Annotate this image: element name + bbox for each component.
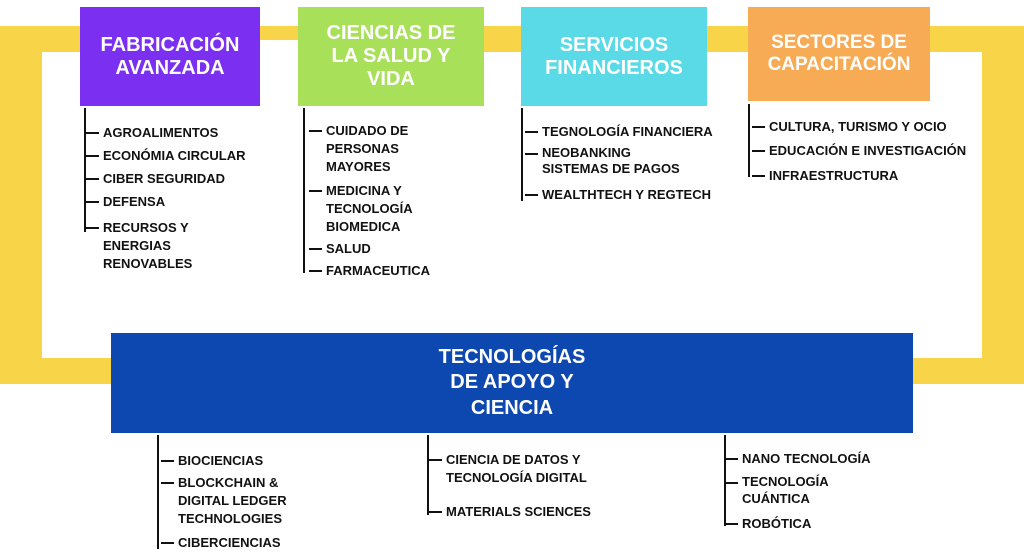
category-title: SERVICIOS FINANCIEROS xyxy=(545,34,683,80)
title-line: CIENCIA xyxy=(470,396,554,419)
tree-line-ciencias-salud xyxy=(303,108,305,273)
support-box-tecnologias: TECNOLOGÍAS DE APOYO Y CIENCIA xyxy=(111,333,913,433)
list-item: BIOCIENCIAS xyxy=(160,452,263,471)
list-item: TECNOLOGÍA CUÁNTICA xyxy=(725,474,829,506)
category-box-sectores-capacitacion: SECTORES DE CAPACITACIÓN xyxy=(748,7,930,101)
list-item: FARMACEUTICA xyxy=(309,262,430,281)
list-item: NEOBANKING SISTEMAS DE PAGOS xyxy=(525,145,680,177)
category-title: SECTORES DE CAPACITACIÓN xyxy=(768,32,911,76)
list-item: AGROALIMENTOS xyxy=(85,124,218,143)
list-item: DEFENSA xyxy=(85,193,165,212)
category-box-ciencias-salud: CIENCIAS DE LA SALUD Y VIDA xyxy=(298,7,484,106)
list-item: CIBERCIENCIAS xyxy=(161,534,281,553)
tree-line-support-1 xyxy=(157,435,159,549)
title-line: VIDA xyxy=(367,68,415,90)
category-title: CIENCIAS DE LA SALUD Y VIDA xyxy=(327,22,456,91)
list-item: MATERIALS SCIENCES xyxy=(429,503,591,522)
list-item: TEGNOLOGÍA FINANCIERA xyxy=(525,123,713,142)
support-title: TECNOLOGÍAS DE APOYO Y CIENCIA xyxy=(439,345,586,422)
title-line: SECTORES DE xyxy=(771,32,907,54)
list-item: RECURSOS Y ENERGIAS RENOVABLES xyxy=(85,219,192,274)
title-line: AVANZADA xyxy=(115,56,225,79)
list-item: ECONÓMIA CIRCULAR xyxy=(86,147,246,166)
list-item: NANO TECNOLOGÍA xyxy=(725,450,871,469)
title-line: CAPACITACIÓN xyxy=(767,54,911,75)
title-line: CIENCIAS DE xyxy=(326,22,456,44)
title-line: LA SALUD Y xyxy=(331,45,451,67)
list-item: SALUD xyxy=(309,240,371,259)
list-item: BLOCKCHAIN & DIGITAL LEDGER TECHNOLOGIES xyxy=(161,474,287,529)
title-line: FABRICACIÓN xyxy=(100,33,240,56)
list-item: CIENCIA DE DATOS Y TECNOLOGÍA DIGITAL xyxy=(429,452,587,485)
title-line: SERVICIOS xyxy=(559,33,669,56)
tree-line-support-2 xyxy=(427,435,429,515)
list-item: INFRAESTRUCTURA xyxy=(751,167,898,186)
category-title: FABRICACIÓN AVANZADA xyxy=(101,34,240,80)
title-line: TECNOLOGÍAS xyxy=(438,345,586,368)
list-item: WEALTHTECH Y REGTECH xyxy=(524,186,711,205)
frame-left xyxy=(0,26,42,384)
list-item: CULTURA, TURISMO Y OCIO xyxy=(752,118,947,137)
category-box-servicios-financieros: SERVICIOS FINANCIEROS xyxy=(521,7,707,106)
frame-top-gap xyxy=(260,40,298,52)
title-line: FINANCIEROS xyxy=(545,56,683,79)
tree-line-servicios xyxy=(521,108,523,201)
list-item: ROBÓTICA xyxy=(724,515,811,534)
list-item: MEDICINA Y TECNOLOGÍA BIOMEDICA xyxy=(309,182,413,237)
tree-line-sectores xyxy=(748,104,750,177)
list-item: EDUCACIÓN E INVESTIGACIÓN xyxy=(751,142,966,161)
frame-right xyxy=(982,26,1024,384)
list-item: CIBER SEGURIDAD xyxy=(85,170,225,189)
title-line: DE APOYO Y xyxy=(450,371,574,394)
list-item: CUIDADO DE PERSONAS MAYORES xyxy=(308,122,408,177)
tree-line-support-3 xyxy=(724,435,726,526)
category-box-fabricacion: FABRICACIÓN AVANZADA xyxy=(80,7,260,106)
tree-line-fabricacion xyxy=(84,108,86,232)
